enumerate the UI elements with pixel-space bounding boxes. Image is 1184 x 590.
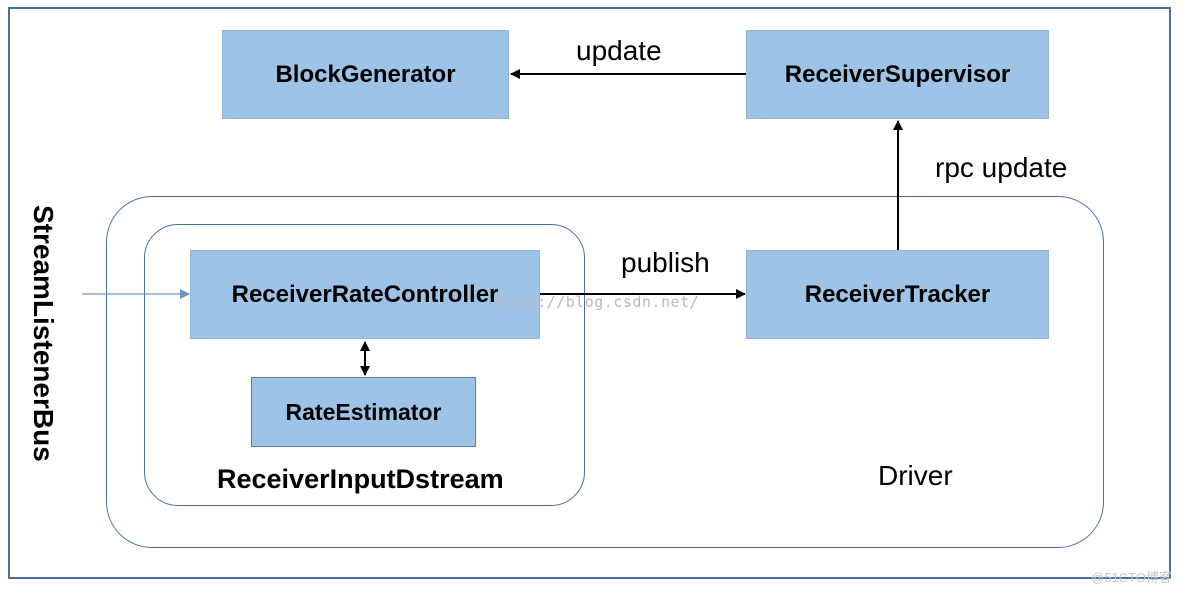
stream-listener-bus-label: StreamListenerBus bbox=[28, 205, 59, 462]
rpc-update-label: rpc update bbox=[935, 152, 1068, 183]
driver-label: Driver bbox=[878, 460, 953, 491]
update-label: update bbox=[576, 35, 662, 66]
stream-listener-bus-wrapper: StreamListenerBus bbox=[25, 205, 61, 505]
block-generator-node: BlockGenerator bbox=[222, 30, 509, 119]
driver-container bbox=[106, 196, 1104, 548]
rate-estimator-node: RateEstimator bbox=[251, 377, 476, 447]
diagram-frame bbox=[8, 7, 1171, 579]
publish-label: publish bbox=[621, 247, 710, 278]
receiver-rate-controller-node: ReceiverRateController bbox=[190, 250, 540, 339]
receiver-tracker-node: ReceiverTracker bbox=[746, 250, 1049, 339]
receiver-input-dstream-container bbox=[144, 224, 585, 506]
corner-mark: @51CTO博客 bbox=[1091, 570, 1172, 585]
receiver-input-dstream-label: ReceiverInputDstream bbox=[217, 464, 504, 494]
receiver-supervisor-node: ReceiverSupervisor bbox=[746, 30, 1049, 119]
watermark: http://blog.csdn.net/ bbox=[499, 293, 700, 311]
